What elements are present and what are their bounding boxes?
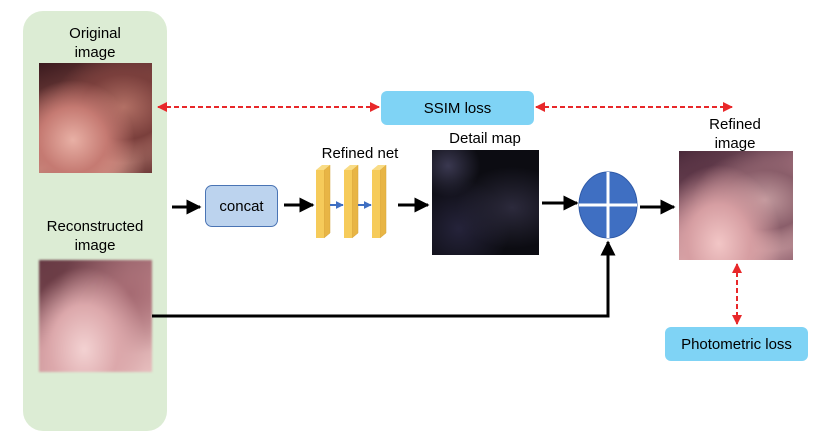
detail-map-label: Detail map <box>449 130 521 147</box>
net-layer-2 <box>344 164 359 239</box>
detail-map-image <box>432 150 539 255</box>
arrow-reconstructed-to-adder <box>152 240 616 318</box>
concat-block: concat <box>205 185 278 227</box>
original-image-label: Original image <box>69 25 121 61</box>
photometric-loss-box: Photometric loss <box>665 327 808 361</box>
refined-net-layers <box>316 164 387 239</box>
photometric-loss-label: Photometric loss <box>681 335 792 353</box>
add-operation-icon <box>578 171 638 239</box>
refined-image-label: Refined image <box>709 116 761 152</box>
original-image <box>39 63 152 173</box>
ssim-loss-label: SSIM loss <box>423 99 492 117</box>
net-layer-1 <box>316 164 331 239</box>
concat-label: concat <box>219 197 264 215</box>
reconstructed-image-label: Reconstructed image <box>46 218 144 254</box>
ssim-loss-box: SSIM loss <box>381 91 534 125</box>
net-layer-3 <box>372 164 387 239</box>
refined-net-label: Refined net <box>321 145 399 162</box>
refined-image <box>679 151 793 260</box>
reconstructed-image <box>39 260 152 372</box>
